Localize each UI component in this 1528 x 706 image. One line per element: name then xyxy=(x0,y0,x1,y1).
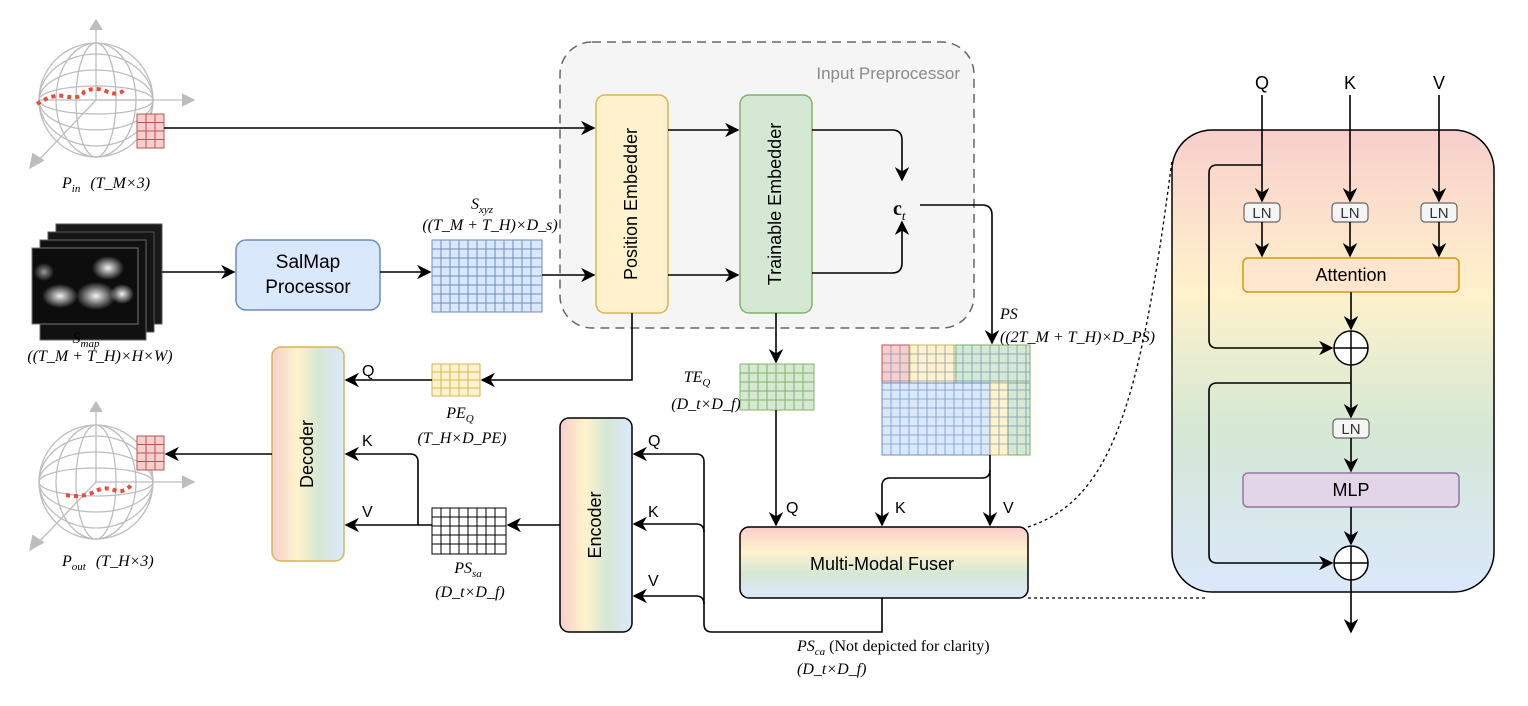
ps-ca-sym: PS xyxy=(796,638,815,655)
input-trajectory xyxy=(35,87,126,106)
pe-q-label: PEQ xyxy=(445,405,474,425)
ln-mlp-box: LN xyxy=(1332,418,1370,439)
encoder-port-q: Q xyxy=(648,433,660,450)
te-q-sub: Q xyxy=(702,377,710,389)
s-xyz-grid xyxy=(431,239,543,313)
s-map-label: Smap xyxy=(73,330,100,350)
p-in-sym: P xyxy=(61,175,72,192)
decoder-port-q: Q xyxy=(362,363,374,380)
p-in-grid xyxy=(136,113,165,149)
p-in-label: Pin (T_M×3) xyxy=(61,175,150,195)
ps-ca-note: (Not depicted for clarity) xyxy=(829,638,989,655)
p-out-label: Pout (T_H×3) xyxy=(61,553,154,573)
te-q-sym: TE xyxy=(684,369,703,386)
add-1-icon xyxy=(1333,330,1369,366)
p-out-sym: P xyxy=(61,553,72,570)
s-map-sym: S xyxy=(73,330,81,347)
encoder-port-v: V xyxy=(648,573,659,590)
transformer-block-box xyxy=(1171,129,1495,593)
connectors xyxy=(162,95,1447,634)
ln-mlp-label: LN xyxy=(1341,421,1360,438)
ps-sa-sym: PS xyxy=(453,560,472,577)
fuser-port-k: K xyxy=(895,500,906,517)
position-embedder-label: Position Embedder xyxy=(621,128,641,280)
s-xyz-sub: xyz xyxy=(478,204,494,216)
multi-modal-fuser-box xyxy=(739,526,1029,599)
block-input-q: Q xyxy=(1255,73,1269,93)
ct-main: c xyxy=(893,198,902,220)
multi-modal-fuser-label: Multi-Modal Fuser xyxy=(810,554,954,574)
s-map-sub: map xyxy=(81,338,100,350)
te-q-grid xyxy=(739,363,815,411)
ct-label: ct xyxy=(893,198,906,223)
ln-v-box: LN xyxy=(1420,202,1458,223)
pe-q-sub: Q xyxy=(466,413,474,425)
attention-label: Attention xyxy=(1315,265,1386,285)
decoder-port-k: K xyxy=(362,433,373,450)
ps-sa-sub: sa xyxy=(472,568,482,580)
s-map-dim: ((T_M + T_H)×H×W) xyxy=(27,348,172,365)
mlp-label: MLP xyxy=(1332,480,1369,500)
zoom-lines xyxy=(1027,159,1205,599)
ps-dim: ((2T_M + T_H)×D_PS) xyxy=(1000,329,1155,346)
ps-sa-grid xyxy=(431,507,507,555)
s-xyz-label: Sxyz xyxy=(471,196,494,216)
input-sphere xyxy=(29,18,196,170)
add-2-icon xyxy=(1333,545,1369,581)
ln-q-box: LN xyxy=(1243,202,1281,223)
block-input-k: K xyxy=(1344,73,1356,93)
saliency-map-stack xyxy=(31,223,163,341)
encoder-port-k: K xyxy=(648,504,659,521)
decoder-label: Decoder xyxy=(297,420,317,488)
ln-v-label: LN xyxy=(1429,205,1448,222)
ps-ca-label: PSca(Not depicted for clarity) xyxy=(796,638,990,658)
ct-sub: t xyxy=(902,208,906,223)
ps-ca-dim: (D_t×D_f) xyxy=(797,661,866,678)
fuser-port-v: V xyxy=(1003,500,1014,517)
p-out-sub: out xyxy=(72,561,87,573)
pe-q-grid xyxy=(431,363,481,397)
pe-q-sym: PE xyxy=(445,405,466,422)
trainable-embedder-label: Trainable Embedder xyxy=(765,123,785,285)
output-trajectory xyxy=(65,482,134,498)
salmap-processor-line1: SalMap xyxy=(276,252,340,273)
output-sphere xyxy=(29,400,196,552)
te-q-dim: (D_t×D_f) xyxy=(671,396,740,413)
ln-k-box: LN xyxy=(1331,202,1369,223)
te-q-label: TEQ xyxy=(684,369,711,389)
salmap-processor-line2: Processor xyxy=(265,277,351,298)
p-in-sub: in xyxy=(72,183,81,195)
encoder-label: Encoder xyxy=(585,491,605,558)
input-preprocessor-title: Input Preprocessor xyxy=(816,64,960,83)
s-xyz-dim: ((T_M + T_H)×D_s) xyxy=(422,217,557,234)
ln-k-label: LN xyxy=(1340,205,1359,222)
p-out-grid xyxy=(136,435,165,471)
salmap-processor-box xyxy=(235,239,381,311)
s-xyz-sym: S xyxy=(471,196,479,213)
decoder-port-v: V xyxy=(362,504,373,521)
block-input-v: V xyxy=(1433,73,1445,93)
ps-label: PS xyxy=(999,306,1018,323)
ln-q-label: LN xyxy=(1252,205,1271,222)
ps-ca-sub: ca xyxy=(815,646,826,658)
p-out-dim: (T_H×3) xyxy=(96,553,154,570)
pe-q-dim: (T_H×D_PE) xyxy=(417,430,506,447)
ps-sa-dim: (D_t×D_f) xyxy=(435,584,504,601)
ps-sa-label: PSsa xyxy=(453,560,482,580)
p-in-dim: (T_M×3) xyxy=(90,175,150,192)
ps-grid xyxy=(881,344,1031,456)
fuser-port-q: Q xyxy=(786,500,798,517)
